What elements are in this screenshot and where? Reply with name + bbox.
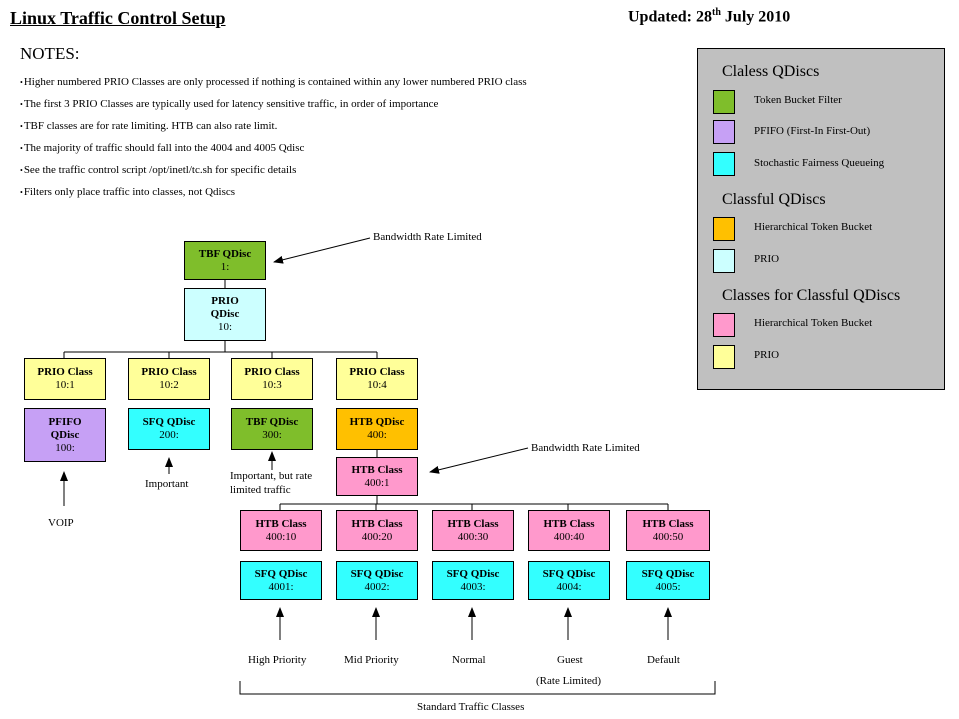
prio-class-10-2: PRIO Class 10:2 [128, 358, 210, 400]
legend-heading-classless: Claless QDiscs [722, 63, 820, 80]
sfq-qdisc-4004: SFQ QDisc 4004: [528, 561, 610, 600]
htb-class-400-1: HTB Class 400:1 [336, 457, 418, 496]
legend-panel: Claless QDiscs Token Bucket Filter PFIFO… [697, 48, 945, 390]
arrow-bw-1 [273, 237, 371, 264]
legend-label-sfq: Stochastic Fairness Queueing [754, 157, 885, 169]
legend-heading-classful: Classful QDiscs [722, 191, 826, 208]
label-bandwidth-rate-limited: Bandwidth Rate Limited [531, 442, 640, 454]
legend-swatch-tbf [713, 90, 735, 114]
label-guest: Guest [557, 654, 583, 666]
label-voip: VOIP [48, 517, 74, 529]
note-item: TBF classes are for rate limiting. HTB c… [20, 120, 527, 142]
legend-label-htb-qdisc: Hierarchical Token Bucket [754, 221, 873, 233]
legend-heading-classes: Classes for Classful QDiscs [722, 287, 901, 304]
sfq-qdisc-4003: SFQ QDisc 4003: [432, 561, 514, 600]
label-normal: Normal [452, 654, 486, 666]
tbf-root-qdisc: TBF QDisc 1: [184, 241, 266, 280]
legend-swatch-prio-class [713, 345, 735, 369]
htb-class-400-30: HTB Class 400:30 [432, 510, 514, 551]
note-item: Filters only place traffic into classes,… [20, 186, 527, 208]
htb-class-400-10: HTB Class 400:10 [240, 510, 322, 551]
arrow-bw-2 [429, 447, 529, 474]
prio-class-10-4: PRIO Class 10:4 [336, 358, 418, 400]
htb-class-400-50: HTB Class 400:50 [626, 510, 710, 551]
legend-swatch-pfifo [713, 120, 735, 144]
note-item: The majority of traffic should fall into… [20, 142, 527, 164]
prio-class-10-3: PRIO Class 10:3 [231, 358, 313, 400]
prio-root-qdisc: PRIO QDisc 10: [184, 288, 266, 341]
label-important: Important [145, 478, 189, 490]
label-bandwidth-rate-limited: Bandwidth Rate Limited [373, 231, 482, 243]
label-default: Default [647, 654, 680, 666]
legend-label-prio-class: PRIO [754, 349, 780, 361]
legend-label-tbf: Token Bucket Filter [754, 94, 842, 106]
updated-date: Updated: 28th July 2010 [628, 7, 791, 26]
notes-heading: NOTES: [20, 44, 80, 63]
note-item: See the traffic control script /opt/inet… [20, 164, 527, 186]
note-item: Higher numbered PRIO Classes are only pr… [20, 76, 527, 98]
tbf-qdisc-300: TBF QDisc 300: [231, 408, 313, 450]
legend-label-pfifo: PFIFO (First-In First-Out) [754, 125, 871, 137]
page-title: Linux Traffic Control Setup [10, 8, 226, 28]
label-rate-limited: (Rate Limited) [536, 675, 602, 687]
legend-swatch-htb-qdisc [713, 217, 735, 241]
prio-class-10-1: PRIO Class 10:1 [24, 358, 106, 400]
sfq-qdisc-200: SFQ QDisc 200: [128, 408, 210, 450]
label-important-rate-1: Important, but rate [230, 470, 313, 482]
legend-swatch-sfq [713, 152, 735, 176]
label-standard-traffic-classes: Standard Traffic Classes [417, 701, 525, 713]
sfq-qdisc-4002: SFQ QDisc 4002: [336, 561, 418, 600]
htb-class-400-40: HTB Class 400:40 [528, 510, 610, 551]
sfq-qdisc-4005: SFQ QDisc 4005: [626, 561, 710, 600]
legend-swatch-prio-qdisc [713, 249, 735, 273]
notes-list: Higher numbered PRIO Classes are only pr… [20, 76, 527, 208]
legend-label-htb-class: Hierarchical Token Bucket [754, 317, 873, 329]
htb-qdisc-400: HTB QDisc 400: [336, 408, 418, 450]
legend-swatch-htb-class [713, 313, 735, 337]
label-high-priority: High Priority [248, 654, 307, 666]
note-item: The first 3 PRIO Classes are typically u… [20, 98, 527, 120]
label-important-rate-2: limited traffic [230, 484, 291, 496]
htb-class-400-20: HTB Class 400:20 [336, 510, 418, 551]
standard-bracket [239, 681, 716, 695]
pfifo-qdisc-100: PFIFO QDisc 100: [24, 408, 106, 462]
label-mid-priority: Mid Priority [344, 654, 399, 666]
legend-label-prio-qdisc: PRIO [754, 253, 780, 265]
sfq-qdisc-4001: SFQ QDisc 4001: [240, 561, 322, 600]
